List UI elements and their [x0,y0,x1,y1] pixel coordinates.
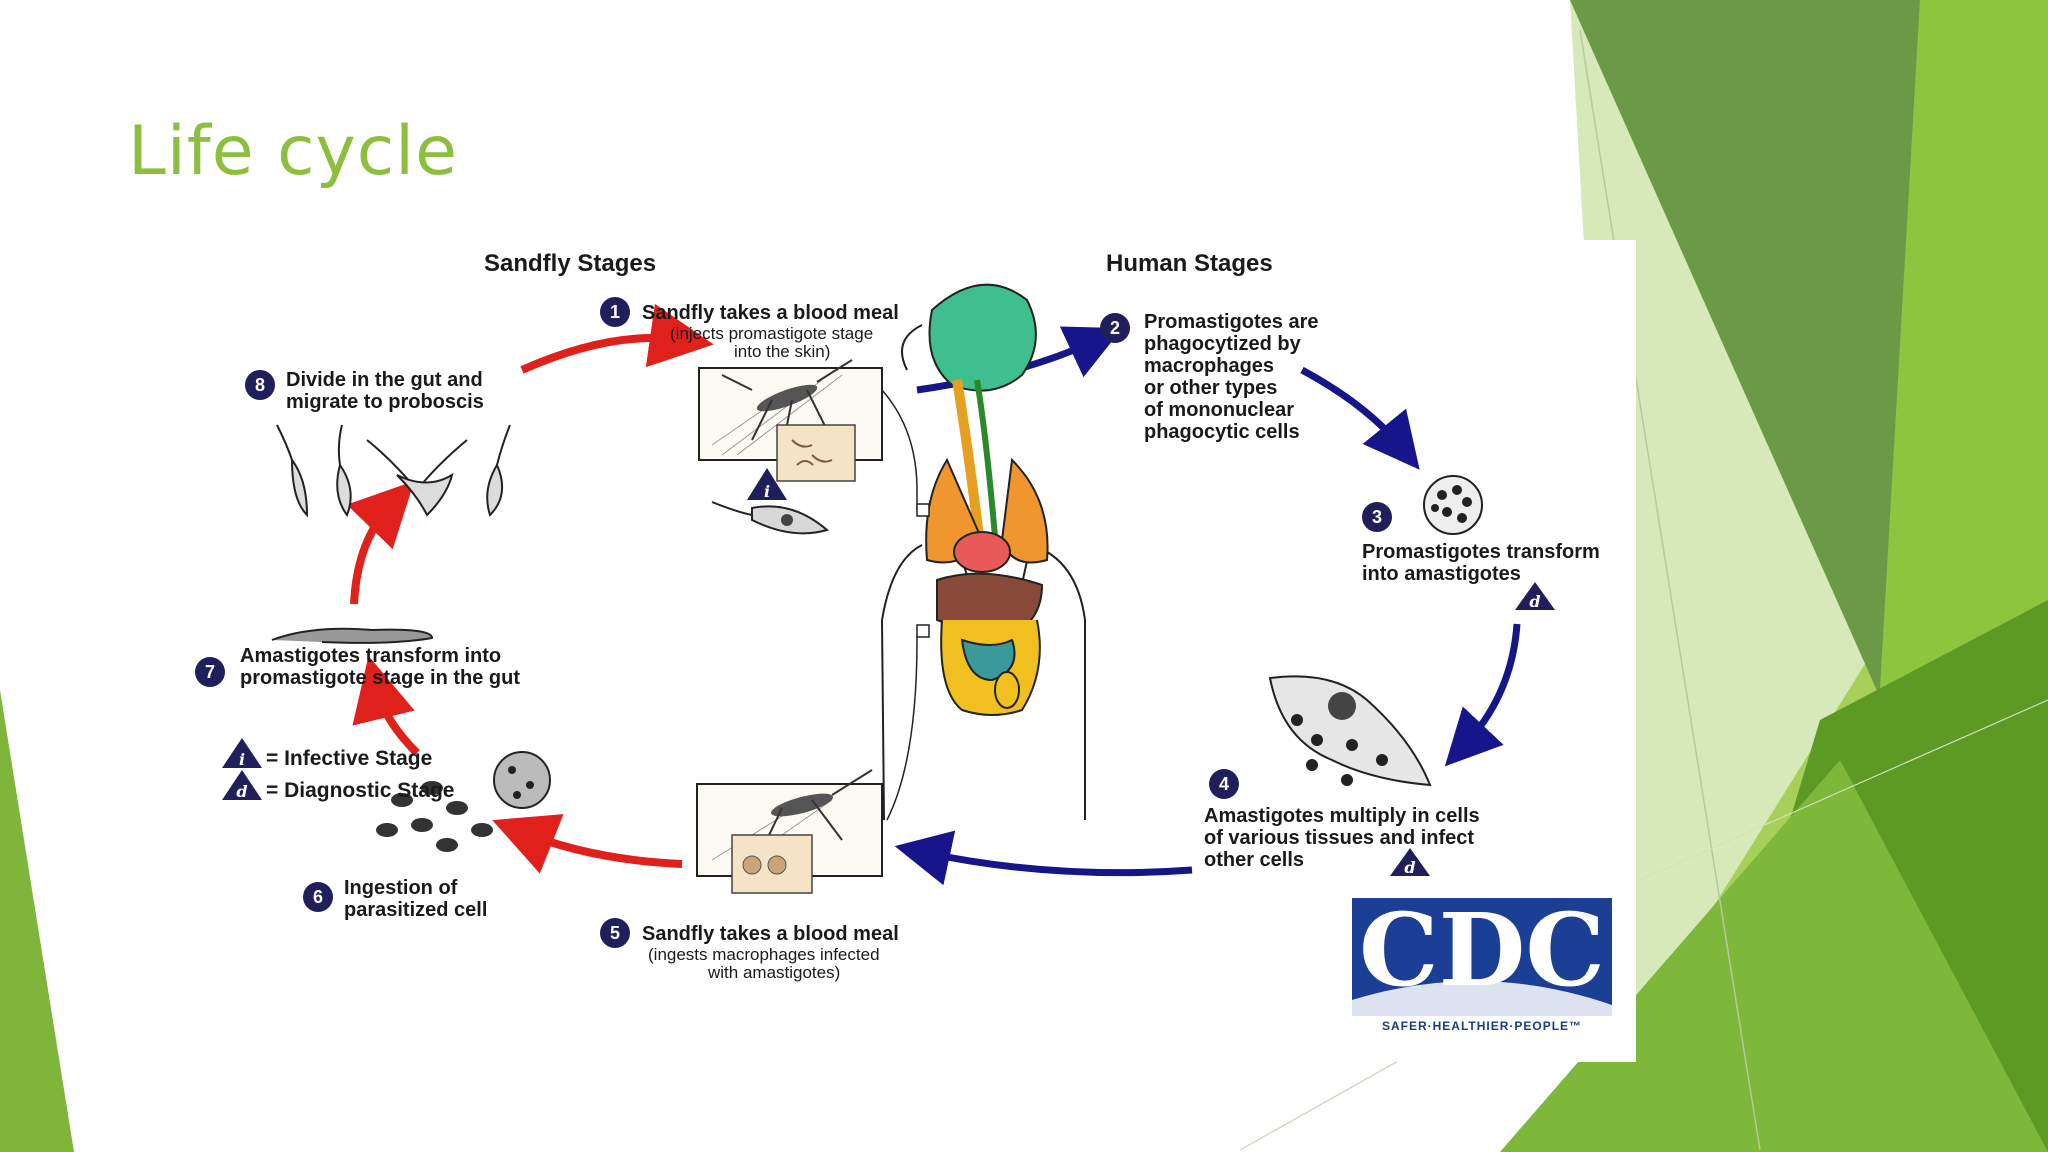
bottom-accent [1500,760,2048,1152]
step-7-number: 7 [205,662,215,682]
step-4-text: of various tissues and infect [1204,827,1474,849]
step-2-text: Promastigotes are [1144,311,1319,333]
step-3-text: into amastigotes [1362,563,1521,585]
step-6-badge [303,882,333,912]
human-stages-header: Human Stages [1106,250,1273,277]
step-7-badge [195,657,225,687]
life-cycle-diagram-panel: Sandfly Stages Human Stages 1 Sandfly ta… [192,240,1636,1062]
diagnostic-marker-4: d [1390,848,1430,877]
human-body-illustration [880,283,1086,821]
step-6-number: 6 [313,887,323,907]
step-1-subtext: (injects promastigote stage [670,324,873,343]
right-accent-dark [1570,0,1920,720]
decor-line [1579,29,1761,1151]
sandfly-biting-illustration [698,359,883,482]
left-green-wedge [0,690,74,1152]
arrow-7-to-8 [346,481,415,605]
gut-promastigote-illustration [271,627,434,644]
decor-line [1639,699,2048,881]
step-5: 5 Sandfly takes a blood meal (ingests ma… [600,918,899,982]
step-5-subtext: (ingests macrophages infected [648,945,880,964]
step-2-text: macrophages [1144,355,1274,377]
step-1-text: Sandfly takes a blood meal [642,302,899,324]
step-3: 3 Promastigotes transform into amastigot… [1362,502,1600,585]
step-7-text: Amastigotes transform into [240,645,501,667]
arrow-6-to-7 [352,655,420,756]
step-3-text: Promastigotes transform [1362,541,1600,563]
decor-line [1239,1059,1401,1151]
step-5-subtext: with amastigotes) [707,963,840,982]
sandfly-stages-header: Sandfly Stages [484,250,656,277]
diagnostic-marker-letter: d [1404,858,1415,877]
step-2-number: 2 [1110,318,1120,338]
step-1-subtext: into the skin) [734,342,830,361]
step-4-text: Amastigotes multiply in cells [1204,805,1480,827]
step-1-number: 1 [610,302,620,322]
step-7-text: promastigote stage in the gut [240,667,520,689]
cdc-logo-tagline: SAFER·HEALTHIER·PEOPLE™ [1382,1019,1582,1033]
step-2-text: or other types [1144,377,1277,399]
step-2-text: of mononuclear [1144,399,1294,421]
step-5-number: 5 [610,923,620,943]
step-8-number: 8 [255,375,265,395]
promastigote-illustration [711,501,830,535]
macrophage-illustration [1423,475,1483,535]
step-6: 6 Ingestion of parasitized cell [303,877,487,921]
step-6-text: parasitized cell [344,899,487,921]
step-6-text: Ingestion of [344,877,458,899]
sandfly-feeding-illustration [696,769,883,894]
legend-infective: i = Infective Stage [222,738,432,770]
dividing-promastigotes-illustration [276,424,511,518]
diagnostic-marker-3: d [1515,582,1555,611]
step-8-text: Divide in the gut and [286,369,483,391]
step-2-text: phagocytized by [1144,333,1302,355]
diagnostic-marker-letter: d [1529,592,1540,611]
sandfly-connector-lines [881,389,930,821]
life-cycle-diagram: Sandfly Stages Human Stages 1 Sandfly ta… [195,250,1612,1033]
arrow-4-to-5 [894,830,1193,886]
infective-marker-letter: i [764,482,770,501]
slide-title: Life cycle [128,112,458,191]
legend-diagnostic-text: = Diagnostic Stage [266,779,454,802]
cdc-logo: CDC SAFER·HEALTHIER·PEOPLE™ [1352,891,1612,1033]
step-3-badge [1362,502,1392,532]
arrow-5-to-6 [492,814,683,874]
step-4-text: other cells [1204,849,1304,871]
legend-infective-text: = Infective Stage [266,747,432,770]
legend-diagnostic: d = Diagnostic Stage [222,770,454,802]
infected-tissue-illustration [1268,675,1432,787]
legend-diagnostic-marker: d [236,782,247,801]
step-4-number: 4 [1219,774,1229,794]
infective-marker-1: i [747,468,787,501]
legend-infective-marker: i [239,750,245,769]
step-3-number: 3 [1372,507,1382,527]
arrow-8-to-1 [520,303,714,374]
arrow-2-to-3 [1300,366,1420,470]
parasitized-cell-illustration [376,751,551,852]
step-8-text: migrate to proboscis [286,391,484,413]
step-4-badge [1209,769,1239,799]
step-1-badge [600,297,630,327]
step-4: 4 Amastigotes multiply in cells of vario… [1204,769,1480,871]
step-1: 1 Sandfly takes a blood meal (injects pr… [600,297,899,361]
step-2-badge [1100,313,1130,343]
step-8-badge [245,370,275,400]
step-5-text: Sandfly takes a blood meal [642,923,899,945]
step-2-text: phagocytic cells [1144,421,1300,443]
step-2: 2 Promastigotes are phagocytized by macr… [1100,311,1319,443]
cdc-logo-text: CDC [1359,891,1605,1009]
step-8: 8 Divide in the gut and migrate to probo… [245,369,484,413]
step-5-badge [600,918,630,948]
arrow-3-to-4 [1444,623,1521,767]
step-7: 7 Amastigotes transform into promastigot… [195,645,520,689]
